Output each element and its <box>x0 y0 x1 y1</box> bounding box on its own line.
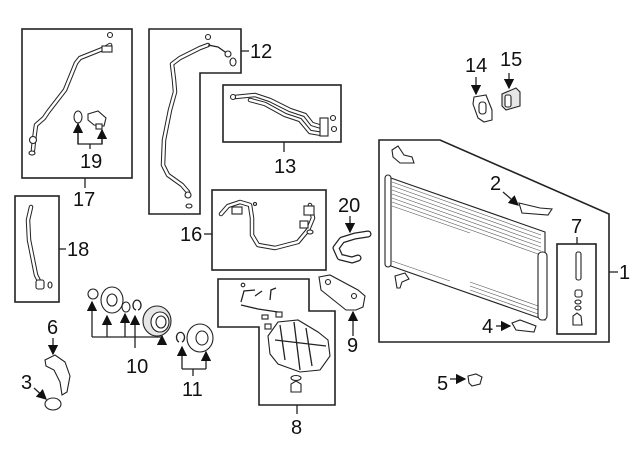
callout-6: 6 <box>47 317 58 339</box>
group-12-discharge-hose[interactable]: 12 <box>148 28 272 215</box>
receiver-tank <box>537 251 548 321</box>
callout-16: 16 <box>180 224 202 246</box>
callout-11: 11 <box>182 379 203 401</box>
o-ring-19 <box>73 110 83 124</box>
upper-bracket-2 <box>518 202 553 216</box>
group-6-3-bracket[interactable]: 6 3 <box>21 317 71 411</box>
nut-10 <box>87 288 99 300</box>
group-8-compressor[interactable]: 8 <box>217 278 336 439</box>
box-13 <box>222 84 342 143</box>
callout-7: 7 <box>571 216 582 238</box>
snap-ring-10 <box>132 299 142 311</box>
box-8 <box>217 278 336 406</box>
box-12 <box>148 28 242 215</box>
bracket-6 <box>44 354 71 396</box>
compressor-body-8 <box>267 319 331 373</box>
box-16 <box>211 189 327 271</box>
callout-12: 12 <box>250 41 272 63</box>
callout-18: 18 <box>67 239 89 261</box>
callout-19: 19 <box>80 151 102 173</box>
callout-20: 20 <box>338 195 360 217</box>
group-16-suction-hose[interactable]: 16 <box>180 189 327 271</box>
callout-1: 1 <box>619 262 630 284</box>
callout-15: 15 <box>500 49 522 71</box>
callout-9: 9 <box>347 335 358 357</box>
group-18-liquid-line[interactable]: 18 <box>14 195 89 303</box>
callout-13: 13 <box>274 156 296 178</box>
callout-3: 3 <box>21 372 32 394</box>
group-14-15[interactable]: 14 15 <box>465 49 522 123</box>
box-17 <box>21 28 133 179</box>
cushion-5 <box>467 373 483 387</box>
compressor-bracket-9 <box>318 274 366 311</box>
callout-14: 14 <box>465 55 487 77</box>
snap-ring-11 <box>175 331 186 343</box>
group-10-clutch-pulley[interactable]: 10 <box>86 286 172 378</box>
group-11-clutch-coil[interactable]: 11 <box>175 323 214 401</box>
group-5-cushion[interactable]: 5 <box>437 373 483 395</box>
liquid-line-17 <box>30 42 113 153</box>
group-1-condenser[interactable]: 2 4 7 1 <box>378 139 630 343</box>
lower-bracket-4 <box>511 319 537 333</box>
callout-4: 4 <box>482 316 493 338</box>
callout-10: 10 <box>126 356 148 378</box>
group-17-liquid-line[interactable]: 19 17 <box>21 28 133 211</box>
group-9-bracket[interactable]: 9 <box>318 274 366 357</box>
condenser-core <box>387 176 546 321</box>
callout-5: 5 <box>437 373 448 395</box>
desiccant-7 <box>575 251 582 281</box>
callout-2: 2 <box>490 173 501 195</box>
valve-19 <box>87 110 107 127</box>
group-20-hose[interactable]: 20 <box>332 195 372 264</box>
box-1 <box>378 139 610 343</box>
callout-8: 8 <box>291 417 302 439</box>
cushion-3 <box>44 397 62 411</box>
hose-12 <box>160 42 211 195</box>
callout-17: 17 <box>73 189 95 211</box>
group-13-pipe-assembly[interactable]: 13 <box>222 84 342 178</box>
